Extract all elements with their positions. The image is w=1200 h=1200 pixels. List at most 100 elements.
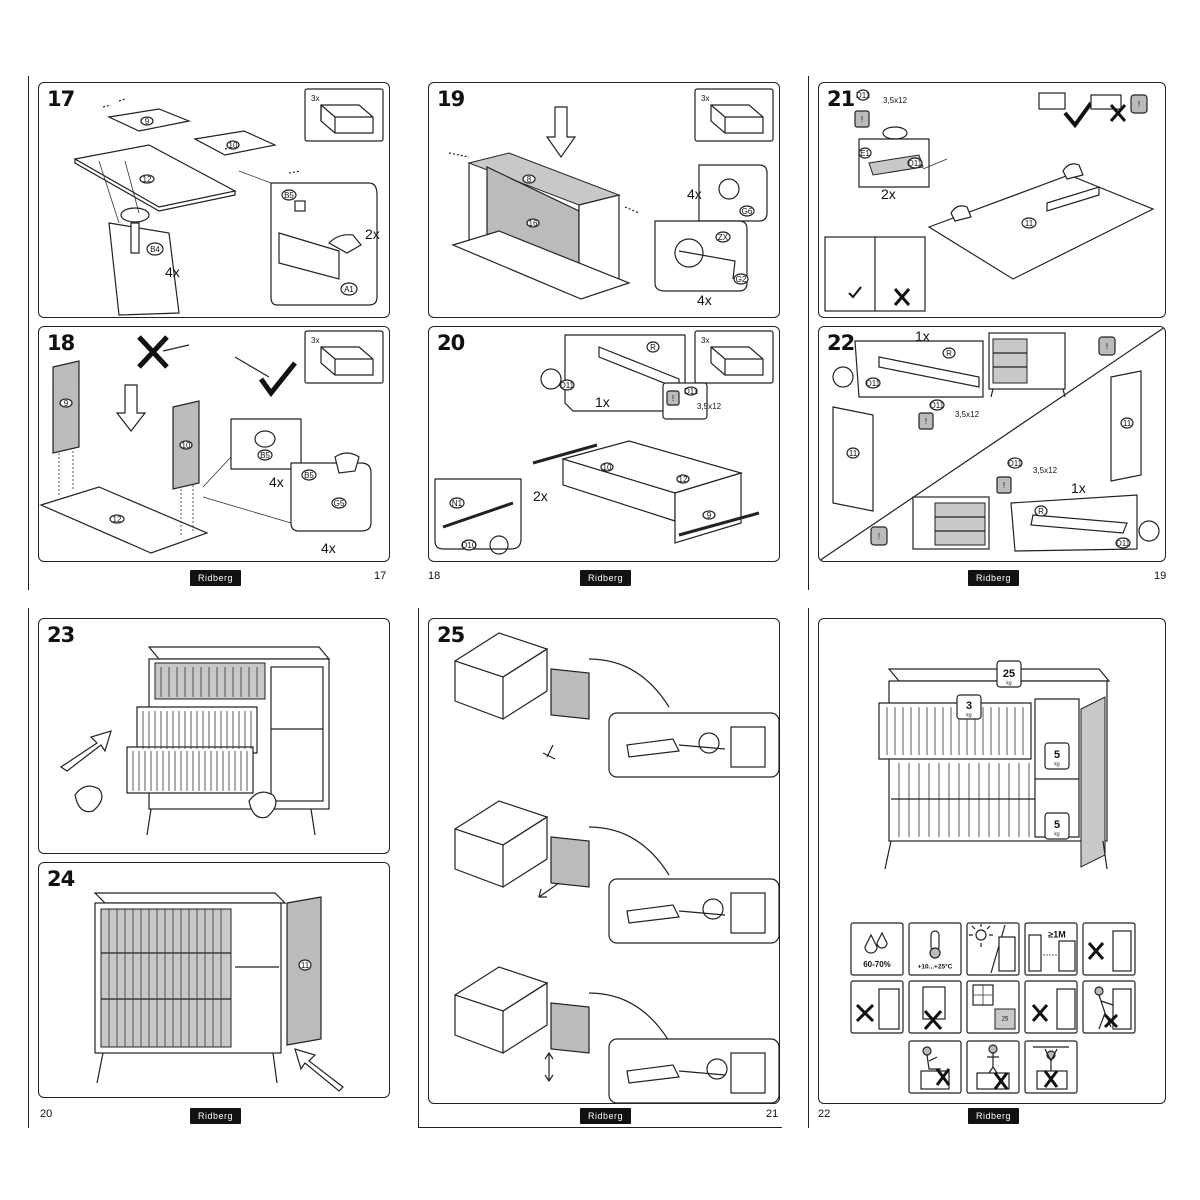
step-number: 18 [47, 331, 75, 355]
count-label: 2x [533, 488, 548, 504]
count-label: 4x [687, 186, 702, 202]
part-label: R [946, 349, 952, 358]
brand-logo: Ridberg [968, 570, 1020, 586]
part-label: 12 [113, 515, 122, 524]
part-label: G6 [742, 207, 753, 216]
part-label: 12 [143, 175, 152, 184]
brand-logo: Ridberg [580, 1108, 632, 1124]
step-23-panel: 23 [38, 618, 390, 854]
hinge-adjust-3 [453, 966, 779, 1103]
part-label: 10 [603, 463, 612, 472]
part-label: 16 [529, 219, 538, 228]
weight-shelf-1: 5 kg [1044, 742, 1070, 770]
count-label: 4x [269, 474, 284, 490]
count-label: 4x [165, 264, 180, 280]
step-number: 23 [47, 623, 75, 647]
weight-value: 25 [1003, 668, 1015, 680]
part-label: B5 [304, 471, 314, 480]
part-label: D11 [684, 387, 699, 396]
step-number: 20 [437, 331, 465, 355]
part-label: B5 [284, 191, 294, 200]
step-24-panel: 24 11 [38, 862, 390, 1098]
part-label: R [1038, 507, 1044, 516]
part-label: D11 [1116, 539, 1131, 548]
qty-box-label: 3x [311, 94, 319, 103]
humidity-icon: 60-70% [850, 922, 904, 976]
temperature-icon: +10...+25°C [908, 922, 962, 976]
step-23-illustration [59, 646, 331, 836]
step-20-illustration: 3x R D11 1x ! D11 3,5x12 10 12 [434, 330, 774, 555]
step-number: 17 [47, 87, 75, 111]
part-label: 10 [229, 141, 238, 150]
part-label: D11 [1008, 459, 1023, 468]
count-label: 4x [697, 292, 712, 308]
distance-label: ≥1M [1048, 929, 1065, 939]
part-label: 9 [707, 511, 712, 520]
brand-logo: Ridberg [968, 1108, 1020, 1124]
page-18: 19 3x 8 16 4x G6 [418, 76, 782, 590]
usage-panel: 25 kg 3 kg 5 kg 5 kg [818, 618, 1166, 1104]
weight-unit: kg [966, 712, 972, 718]
page-number: 18 [428, 570, 441, 582]
part-label: 11 [849, 449, 858, 458]
weight-top: 25 kg [996, 660, 1022, 688]
no-wipe-icon [1082, 922, 1136, 976]
distance-icon: ≥1M [1024, 922, 1078, 976]
tile-label: 25 [1002, 1017, 1009, 1023]
step-25-illustration [453, 632, 779, 1103]
weight-unit: kg [1006, 680, 1012, 686]
svg-text:!: ! [672, 394, 674, 403]
no-sharp-icon [1024, 980, 1078, 1034]
brand-logo: Ridberg [190, 570, 242, 586]
count-label: 1x [1071, 480, 1086, 496]
screw-size: 3,5x12 [883, 96, 908, 105]
part-label: D11 [930, 401, 945, 410]
qty-box-label: 3x [701, 336, 709, 345]
step-19-panel: 19 3x 8 16 4x G6 [428, 82, 780, 318]
no-sit-icon [908, 1040, 962, 1094]
care-icon-grid: 60-70% +10...+25°C ≥1M [850, 922, 1136, 1094]
no-spray-icon [850, 980, 904, 1034]
part-label: 11 [301, 961, 310, 970]
svg-text:!: ! [925, 417, 927, 426]
part-label: ZX [718, 233, 729, 242]
step-18-illustration: 3x 9 10 12 [39, 330, 384, 556]
part-label: R [650, 343, 656, 352]
humidity-label: 60-70% [863, 960, 891, 969]
count-label: 1x [915, 328, 930, 344]
page-edge [808, 76, 809, 590]
part-label: B4 [150, 245, 160, 254]
page-edge [418, 1127, 782, 1128]
count-label: 2x [365, 226, 380, 242]
svg-text:!: ! [1003, 481, 1005, 490]
care-icons: 60-70% +10...+25°C ≥1M [849, 921, 1139, 1099]
part-label: 9 [64, 399, 69, 408]
page-21: 25 [418, 608, 782, 1128]
temperature-label: +10...+25°C [918, 963, 953, 971]
part-label: E1 [860, 149, 870, 158]
count-label: 4x [321, 540, 336, 556]
step-number: 22 [827, 331, 855, 355]
screw-size: 3,5x12 [955, 410, 980, 419]
part-label: D11 [908, 159, 923, 168]
sunlight-icon [966, 922, 1020, 976]
page-number: 21 [766, 1108, 779, 1120]
count-label: 2x [881, 186, 896, 202]
part-label: G5 [334, 499, 345, 508]
weight-value: 3 [966, 700, 972, 712]
weight-value: 5 [1054, 819, 1060, 831]
page-number: 19 [1154, 570, 1167, 582]
page-edge [418, 608, 419, 1128]
page-number: 17 [374, 570, 387, 582]
part-label: 9 [145, 117, 150, 126]
part-label: 11 [1025, 219, 1034, 228]
step-25-panel: 25 [428, 618, 780, 1104]
screw-size: 3,5x12 [1033, 466, 1058, 475]
qty-box-label: 3x [311, 336, 319, 345]
weight-value: 5 [1054, 749, 1060, 761]
svg-text:!: ! [861, 115, 863, 124]
step-number: 19 [437, 87, 465, 111]
step-24-illustration: 11 [93, 892, 344, 1092]
page-edge [28, 76, 29, 590]
part-label: D11 [856, 91, 871, 100]
